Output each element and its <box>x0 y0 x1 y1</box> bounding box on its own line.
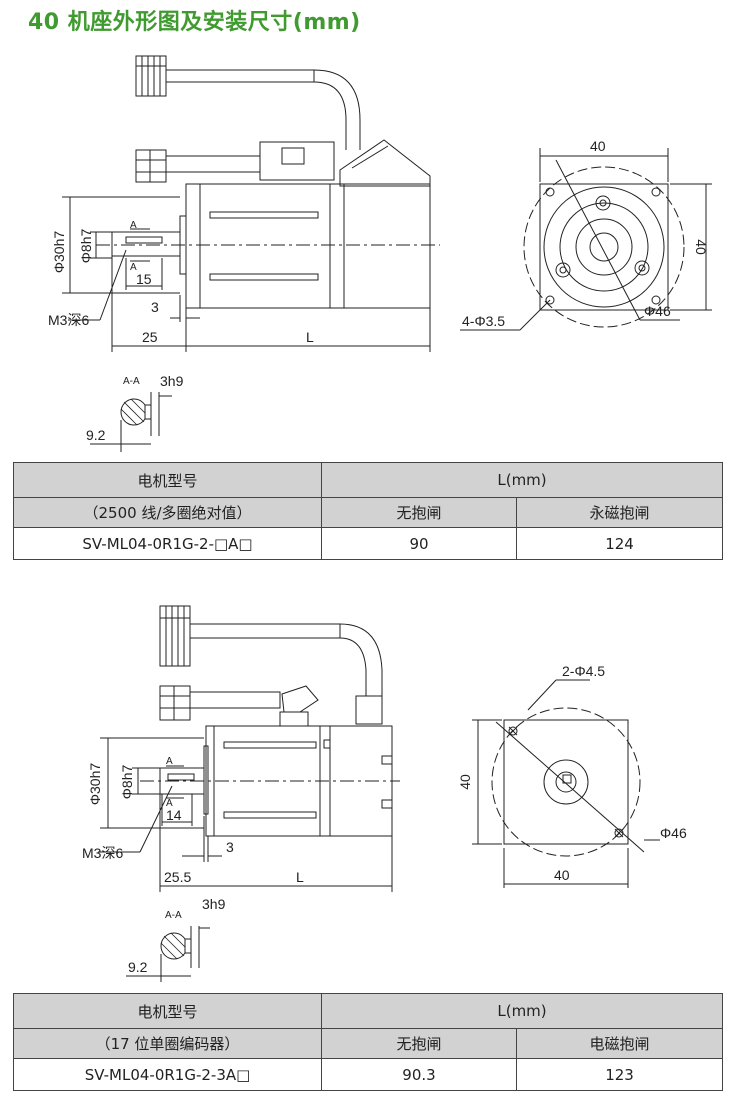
section-mark-top: A <box>130 220 137 231</box>
mounting-holes-label: 2-Φ4.5 <box>562 663 605 679</box>
brake-header: 永磁抱闸 <box>515 497 724 528</box>
key-width-label: 3h9 <box>160 373 184 389</box>
pitch-circle-label: Φ46 <box>660 825 687 841</box>
shaft-length-label: 25.5 <box>164 869 191 885</box>
mounting-holes-label: 4-Φ3.5 <box>462 313 505 329</box>
model-header: 电机型号 <box>13 993 322 1029</box>
drawing-1: Φ30h7 Φ8h7 A A 15 3 M3深6 25 L 40 40 4-Φ3… <box>48 55 712 452</box>
spec-table-2: 电机型号 L(mm) （17 位单圈编码器） 无抱闸 电磁抱闸 SV-ML04-… <box>13 993 724 1091</box>
no-brake-header: 无抱闸 <box>321 1028 517 1059</box>
key-width-label: 3h9 <box>202 896 226 912</box>
spec-table-1: 电机型号 L(mm) （2500 线/多圈绝对值） 无抱闸 永磁抱闸 SV-ML… <box>13 462 724 560</box>
shaft-length-label: 25 <box>142 329 158 345</box>
flange-height-label: 40 <box>693 239 709 255</box>
section-title: A-A <box>123 376 140 387</box>
brake-length-cell: 123 <box>515 1058 724 1091</box>
keyway-length-label: 15 <box>136 271 152 287</box>
no-brake-header: 无抱闸 <box>321 497 517 528</box>
model-cell: SV-ML04-0R1G-2-□A□ <box>13 527 322 560</box>
brake-length-cell: 124 <box>515 527 724 560</box>
tap-label: M3深6 <box>82 845 123 861</box>
pitch-circle-label: Φ46 <box>644 303 671 319</box>
flange-width-label: 40 <box>590 138 606 154</box>
motor-length-label: L <box>306 329 314 345</box>
shaft-diameter-label: Φ8h7 <box>119 765 135 800</box>
flange-height-label: 40 <box>457 774 473 790</box>
flange-width-label: 40 <box>554 867 570 883</box>
drawing-2: Φ30h7 Φ8h7 A A 14 3 M3深6 25.5 L 2-Φ4.5 4… <box>82 605 687 982</box>
section-mark-top: A <box>166 756 173 767</box>
body-diameter-label: Φ30h7 <box>51 231 67 274</box>
motor-length-label: L <box>296 869 304 885</box>
body-diameter-label: Φ30h7 <box>87 763 103 806</box>
no-brake-length-cell: 90.3 <box>321 1058 517 1091</box>
step-label: 3 <box>226 839 234 855</box>
length-header: L(mm) <box>320 993 724 1029</box>
model-subheader: （17 位单圈编码器） <box>13 1028 322 1059</box>
key-depth-label: 9.2 <box>86 427 106 443</box>
section-mark-bottom: A <box>130 262 137 273</box>
model-subheader: （2500 线/多圈绝对值） <box>13 497 322 528</box>
brake-header: 电磁抱闸 <box>515 1028 724 1059</box>
no-brake-length-cell: 90 <box>321 527 517 560</box>
page-title: 40 机座外形图及安装尺寸(mm) <box>28 10 361 35</box>
section-mark-bottom: A <box>166 798 173 809</box>
length-header: L(mm) <box>320 462 724 498</box>
keyway-length-label: 14 <box>166 807 182 823</box>
shaft-diameter-label: Φ8h7 <box>78 229 94 264</box>
step-label: 3 <box>151 299 159 315</box>
section-title: A-A <box>165 910 182 921</box>
model-cell: SV-ML04-0R1G-2-3A□ <box>13 1058 322 1091</box>
tap-label: M3深6 <box>48 312 89 328</box>
model-header: 电机型号 <box>13 462 322 498</box>
key-depth-label: 9.2 <box>128 959 148 975</box>
